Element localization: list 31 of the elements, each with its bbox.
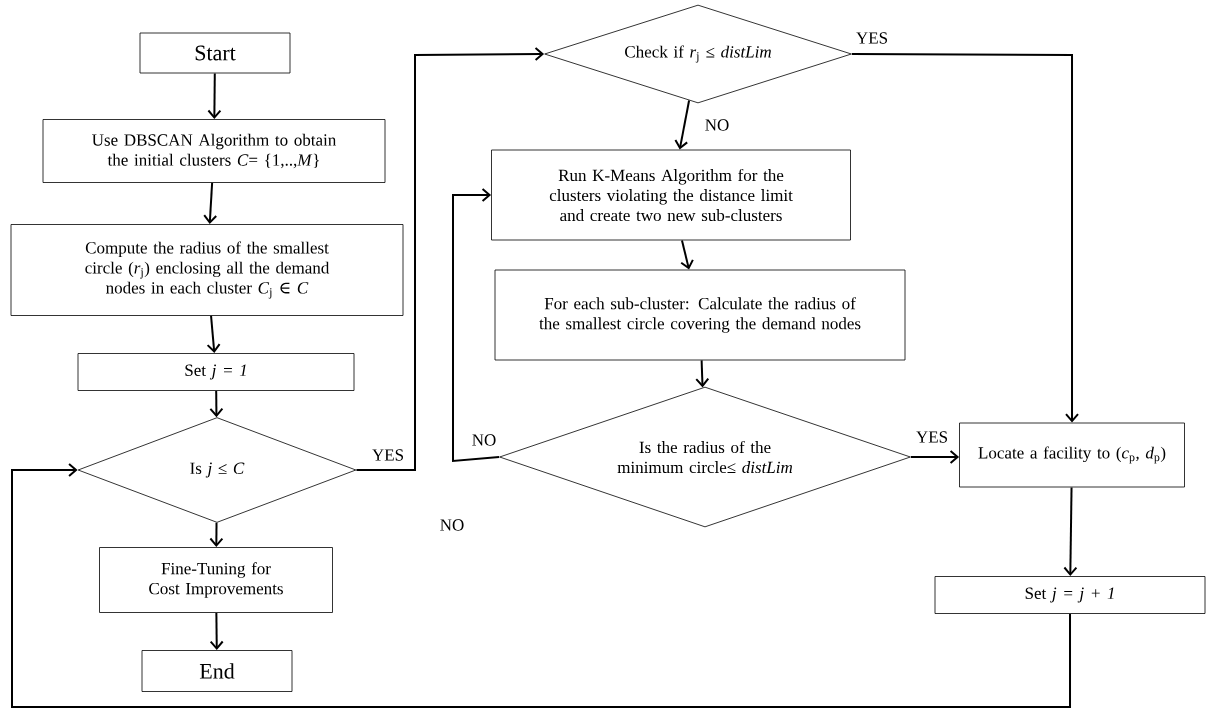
edge-label: NO [472, 434, 496, 446]
process-box: Compute the radius of the smallest circle (r$_{j}$) enclosing all the demand nodes in each cluster C$_{j}$ ∈ C [10, 224, 404, 316]
arrow [1063, 486, 1078, 577]
process-box: Fine-Tuning for Cost Improvements [99, 547, 333, 613]
process-box: Run K-Means Algorithm for the clusters violating the distance limit and create two new sub-clusters [491, 149, 851, 241]
edge-label: YES [916, 431, 947, 443]
arrow [909, 450, 960, 464]
process-box: Set j = 1 [77, 353, 355, 391]
arrow [209, 389, 224, 418]
process-box: Locate a facility to (c$_{p}$, d$_{p}$) [959, 422, 1185, 488]
arrow [203, 181, 218, 225]
edge-label: YES [856, 32, 887, 44]
process-box: For each sub-cluster: Calculate the radius of the smallest circle covering the demand nodes [494, 269, 906, 361]
process-box: Start [139, 32, 291, 74]
arrow [695, 359, 710, 388]
arrow [850, 53, 1079, 423]
branch-label: NO [440, 519, 464, 531]
arrow [207, 72, 222, 120]
arrow [206, 314, 221, 354]
arrow [209, 611, 224, 651]
arrow [674, 99, 691, 150]
process-box: Set j = j + 1 [934, 576, 1206, 614]
arrow [11, 463, 1071, 708]
arrow [355, 47, 545, 471]
arrow [680, 239, 694, 270]
edge-label: YES [372, 449, 403, 461]
edge-label: NO [705, 119, 729, 131]
process-box: End [141, 650, 293, 692]
process-box: Use DBSCAN Algorithm to obtain the initial clusters C= {1,..,M} [42, 119, 386, 183]
arrow [209, 521, 224, 548]
arrow [452, 188, 501, 463]
